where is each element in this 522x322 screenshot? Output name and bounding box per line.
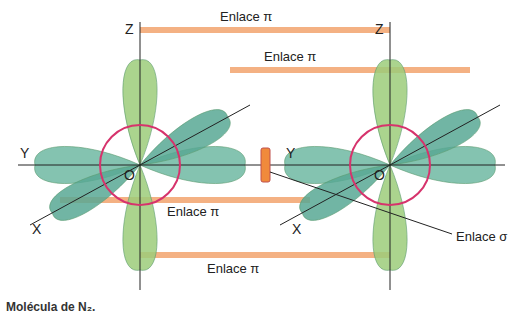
orbital-lobe [140,110,230,165]
axis-label: X [290,222,303,237]
figure-caption: Molécula de N₂. [6,300,95,314]
axis-label: Z [123,22,136,37]
orbital-lobe [300,165,390,220]
sigma-bond [261,148,270,182]
bond-label: Enlace π [205,262,261,276]
axis-label: O [372,168,387,183]
orbital-lobe [390,110,480,165]
axis-label: X [30,222,43,237]
axis-line [390,22,391,290]
pi-bond-bar [140,27,390,33]
atom-circle [100,125,180,205]
pi-bond-bar [140,252,390,258]
orbital-lobe [50,165,140,220]
bond-label: Enlace π [262,50,318,64]
atom-circle [350,125,430,205]
bond-label: Enlace π [165,205,221,219]
axis-line [140,22,141,290]
axis-label: O [122,168,137,183]
bond-label: Enlace π [218,10,274,24]
axis-label: Y [18,146,31,161]
axis-label: Y [284,146,297,161]
axis-label: Z [373,22,386,37]
bond-label: Enlace σ [454,230,509,244]
pi-bond-bar [230,67,470,73]
